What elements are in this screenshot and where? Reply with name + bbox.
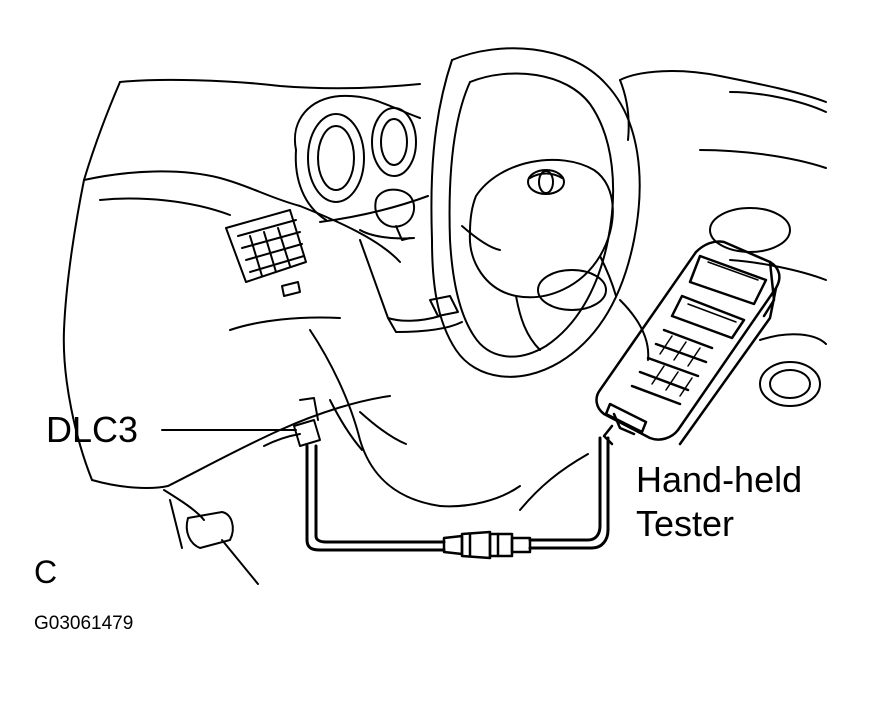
air-vent <box>225 209 307 297</box>
tester-label: Hand-held Tester <box>636 458 802 546</box>
toyota-emblem-icon <box>527 169 565 195</box>
tester-cable <box>305 436 610 552</box>
pedal <box>163 489 259 585</box>
ignition-key <box>359 188 416 241</box>
tester-label-line1: Hand-held <box>636 459 803 500</box>
figure-id: G03061479 <box>34 613 134 634</box>
cable-connector-icon <box>442 530 532 560</box>
dlc3-label: DLC3 <box>46 409 139 450</box>
instrument-cluster <box>293 94 429 223</box>
dashboard-outline <box>62 70 827 489</box>
steering-wheel <box>430 47 641 378</box>
dlc3-connector-icon <box>263 397 321 447</box>
hand-held-tester-device <box>595 240 781 446</box>
steering-column <box>359 239 463 333</box>
tester-label-line2: Tester <box>636 503 735 544</box>
view-letter: C <box>34 554 58 590</box>
